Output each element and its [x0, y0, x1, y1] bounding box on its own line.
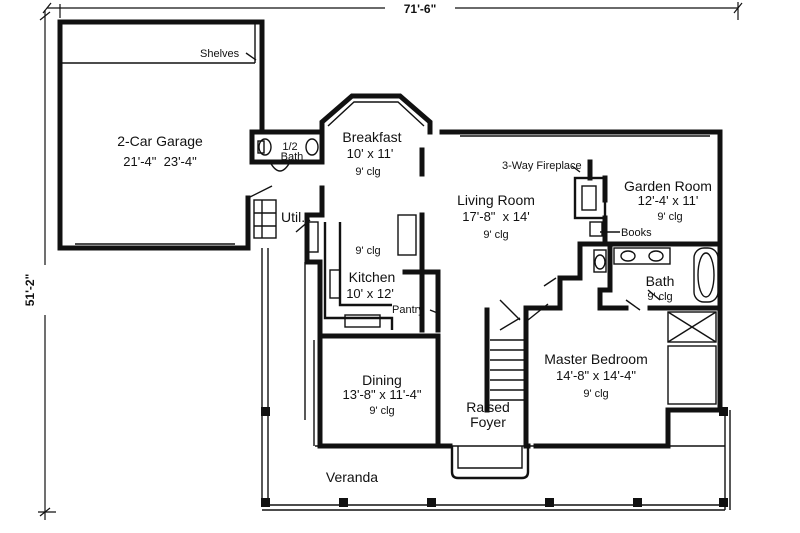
- toilet-master-icon: [593, 249, 607, 273]
- garage-name: 2-Car Garage: [117, 133, 203, 149]
- pantry-pointer: [429, 309, 441, 315]
- breakfast-size: 10' x 11': [347, 146, 394, 161]
- half-bath-label-1: 1/2: [282, 141, 297, 153]
- utility-label: Util.: [281, 209, 305, 225]
- foyer-name-line2: Foyer: [470, 414, 506, 430]
- bath-name: Bath: [646, 273, 675, 289]
- dimension-lines: [38, 2, 743, 520]
- master-bedroom-size: 14'-8" x 14'-4": [556, 368, 636, 383]
- half-bath-label-2: Bath: [281, 151, 304, 163]
- kitchen-size: 10' x 12': [346, 286, 394, 301]
- interior-walls: [307, 147, 723, 449]
- master-bedroom-name: Master Bedroom: [544, 351, 647, 367]
- shelves-pointer: [245, 52, 257, 61]
- breakfast-name: Breakfast: [342, 129, 401, 145]
- master-bedroom-ceiling: 9' clg: [583, 388, 608, 400]
- shelves-label: Shelves: [200, 48, 240, 60]
- overall-depth-label: 51'-2": [23, 274, 37, 307]
- front-entry: [450, 446, 530, 480]
- garden-room-name: Garden Room: [624, 178, 712, 194]
- breakfast-ceiling: 9' clg: [355, 166, 380, 178]
- fireplace-label: 3-Way Fireplace: [502, 160, 582, 172]
- toilet-icon: [258, 138, 272, 156]
- books-label: Books: [621, 227, 652, 239]
- dining-ceiling: 9' clg: [369, 405, 394, 417]
- kitchen-ceiling: 9' clg: [355, 245, 380, 257]
- garden-room-size: 12'-4' x 11': [638, 193, 699, 208]
- bath-ceiling: 9' clg: [647, 291, 672, 303]
- garage-walls: [57, 19, 273, 251]
- garage-size: 21'-4" 23'-4": [123, 154, 197, 169]
- veranda-name: Veranda: [326, 469, 378, 485]
- overall-width-label: 71'-6": [404, 2, 437, 16]
- vanity-counter: [613, 247, 671, 265]
- vanity-sink-icon-2: [648, 250, 664, 262]
- living-room-size: 17'-8" x 14': [462, 209, 529, 224]
- kitchen-name: Kitchen: [349, 269, 396, 285]
- foyer-name-line1: Raised: [466, 399, 510, 415]
- dining-size: 13'-8" x 11'-4": [343, 387, 422, 402]
- closet-box: [667, 311, 717, 343]
- pantry-label: Pantry: [392, 304, 424, 316]
- living-room-name: Living Room: [457, 192, 535, 208]
- garden-room-ceiling: 9' clg: [657, 211, 682, 223]
- living-room-ceiling: 9' clg: [483, 229, 508, 241]
- books-shelf: [589, 221, 603, 237]
- sink-icon: [305, 138, 319, 156]
- breakfast-bay-windows: [327, 101, 425, 127]
- fireplace-icon: [573, 176, 607, 220]
- vanity-sink-icon: [620, 250, 636, 262]
- veranda-posts: [261, 407, 728, 507]
- dining-name: Dining: [362, 372, 402, 388]
- kitchen-island: [397, 214, 417, 256]
- tub-icon: [693, 247, 719, 303]
